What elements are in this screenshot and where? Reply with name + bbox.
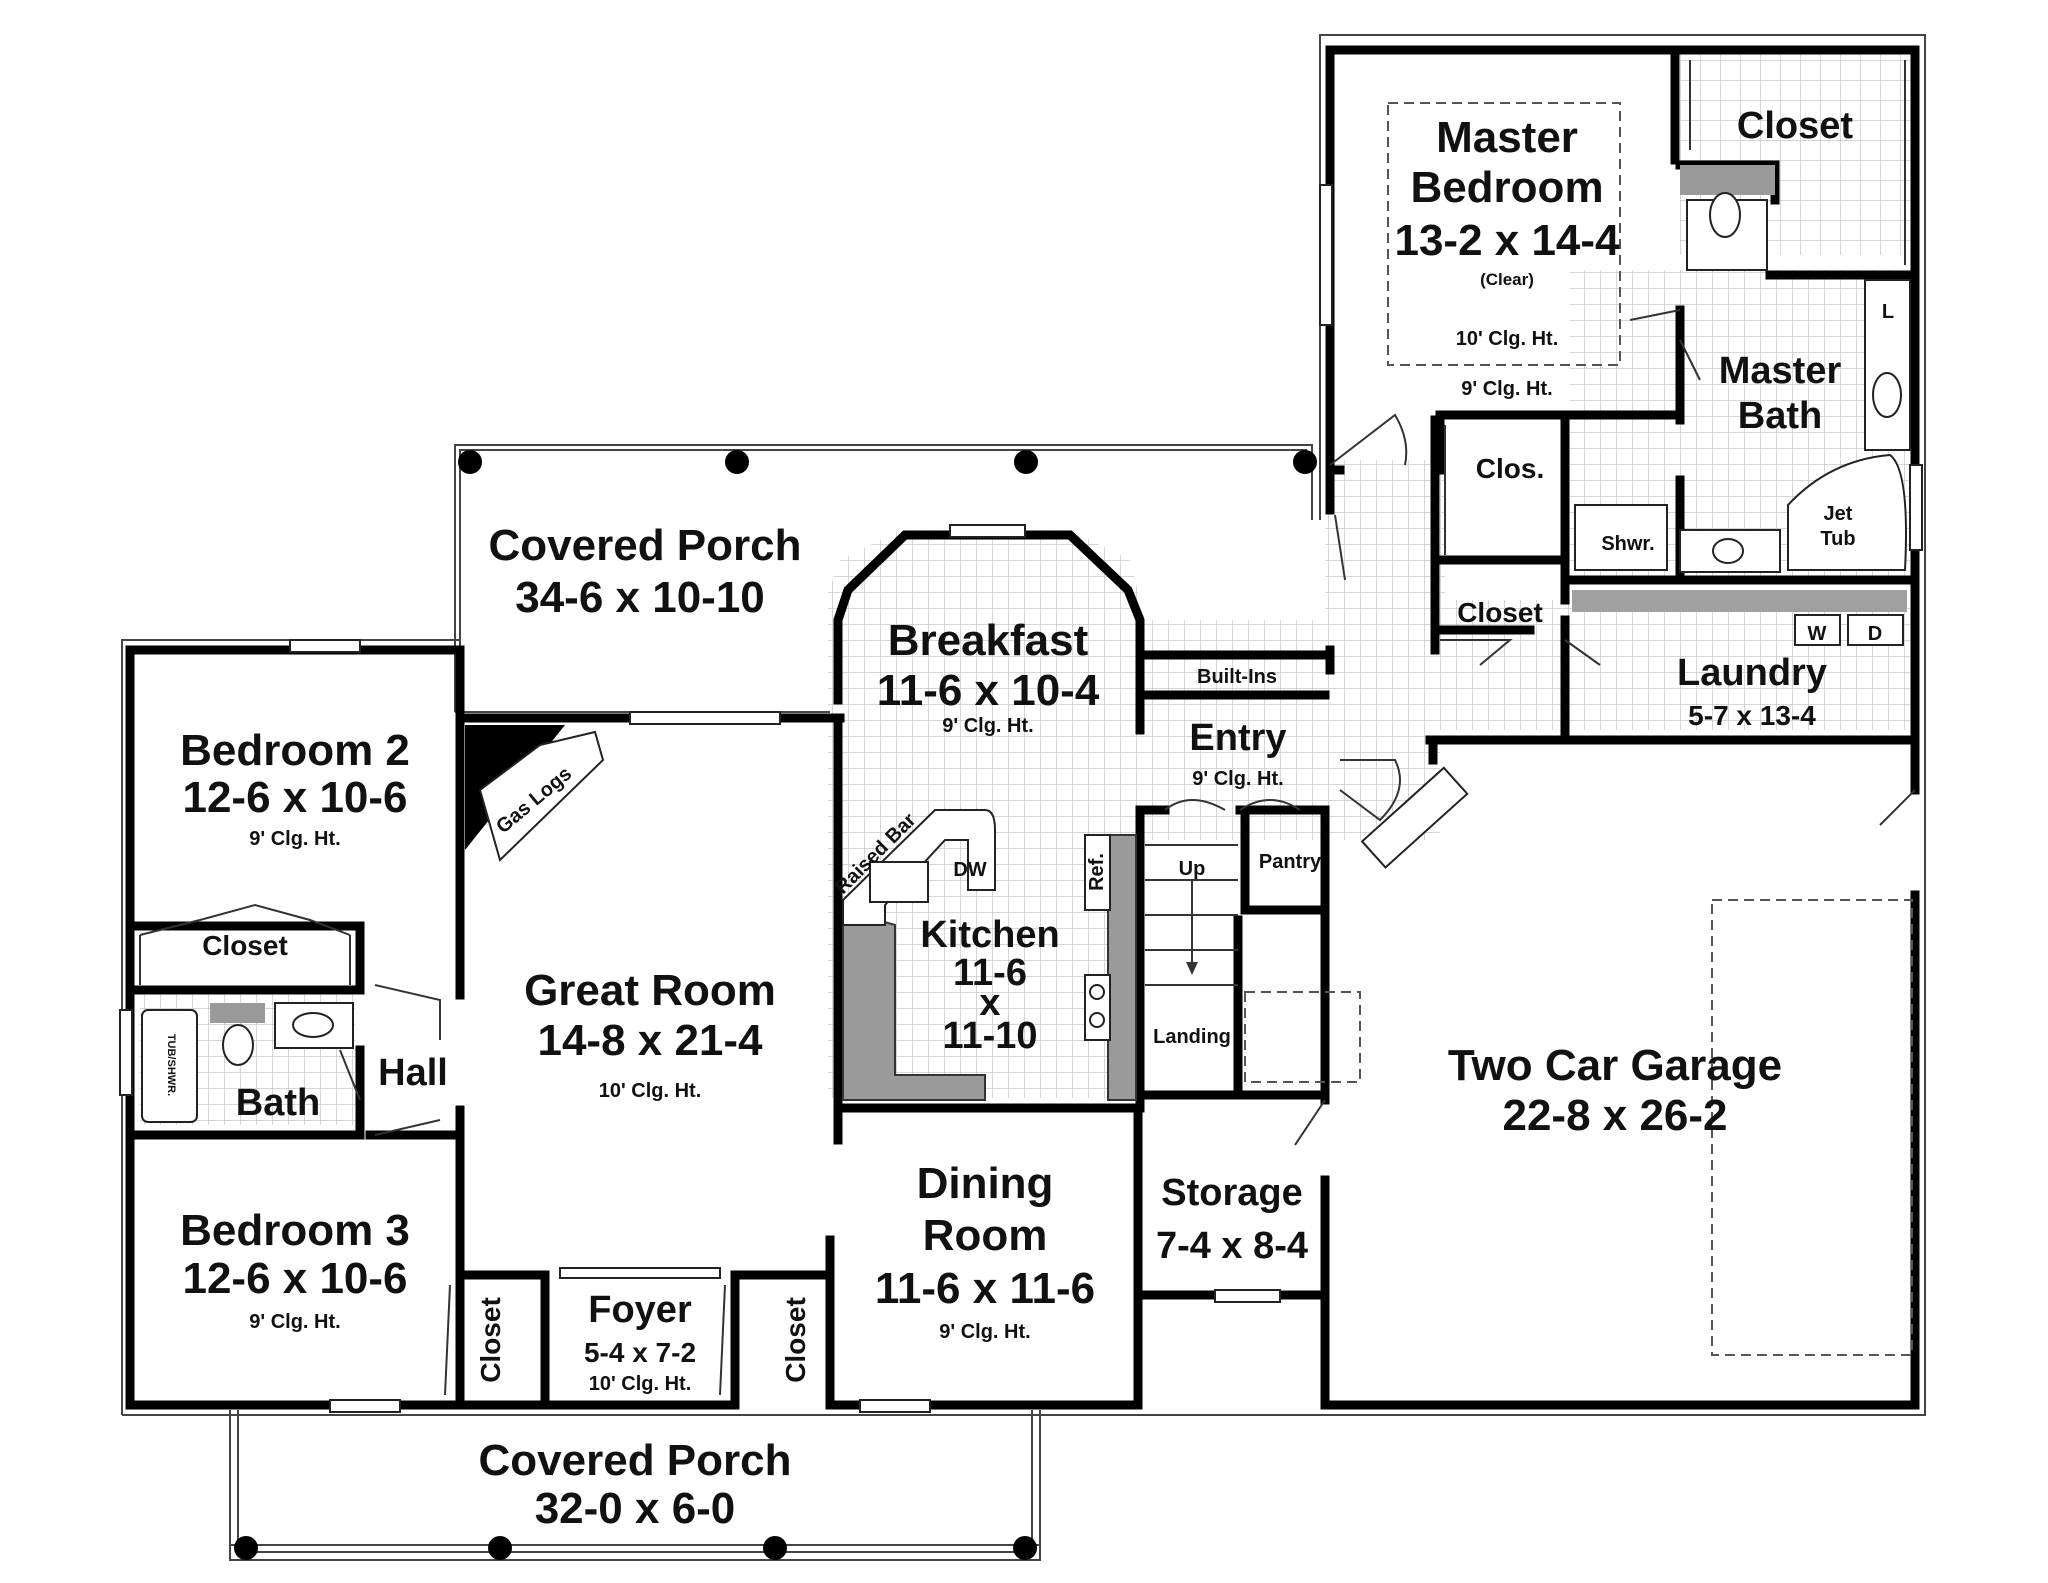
ref-label: Ref. <box>1086 853 1108 891</box>
kitchen-counters <box>842 809 1137 1101</box>
hall-name: Hall <box>378 1052 448 1094</box>
doors <box>339 309 1916 1146</box>
master-clos-name: Clos. <box>1476 453 1544 484</box>
built-ins-label: Built-Ins <box>1197 666 1277 688</box>
closet-left-label: Closet <box>475 1297 506 1383</box>
great-room-size: 14-8 x 21-4 <box>537 1016 763 1065</box>
jet-tub-name2: Tub <box>1820 528 1855 550</box>
foyer-size: 5-4 x 7-2 <box>584 1337 696 1368</box>
entry-ceiling: 9' Clg. Ht. <box>1192 768 1283 790</box>
rear-porch-name: Covered Porch <box>489 521 802 570</box>
foyer-name: Foyer <box>588 1289 692 1331</box>
master-bath-fixtures <box>1574 192 1911 646</box>
master-bedroom-name1: Master <box>1436 113 1578 162</box>
kitchen-size2: 11-10 <box>942 1015 1037 1057</box>
entry-closet-name: Closet <box>1457 597 1543 628</box>
bedroom3-name: Bedroom 3 <box>180 1206 410 1255</box>
storage-size: 7-4 x 8-4 <box>1156 1225 1308 1267</box>
front-porch-size: 32-0 x 6-0 <box>535 1484 736 1533</box>
bath-fixtures <box>141 1002 354 1123</box>
master-bath-lav: L <box>1882 301 1894 323</box>
kitchen-name: Kitchen <box>920 914 1059 956</box>
fireplace <box>465 725 605 862</box>
dining-name1: Dining <box>917 1159 1054 1208</box>
master-closet-name: Closet <box>1737 105 1853 147</box>
laundry-name: Laundry <box>1677 652 1827 694</box>
kitchen-size1: 11-6 <box>953 952 1027 994</box>
master-bedroom-note: (Clear) <box>1480 270 1534 289</box>
shower-name: Shwr. <box>1601 533 1654 555</box>
stairs <box>1145 844 1361 1083</box>
dining-name2: Room <box>923 1211 1048 1260</box>
garage-size: 22-8 x 26-2 <box>1502 1091 1727 1140</box>
washer-label: W <box>1808 623 1827 645</box>
garage-parking-area <box>1711 899 1913 1356</box>
bath-name: Bath <box>236 1082 320 1124</box>
bedroom2-closet-name: Closet <box>202 930 288 961</box>
dining-ceiling: 9' Clg. Ht. <box>939 1321 1030 1343</box>
master-bedroom-name2: Bedroom <box>1410 163 1603 212</box>
laundry-size: 5-7 x 13-4 <box>1688 700 1816 731</box>
windows <box>119 184 1923 1413</box>
breakfast-size: 11-6 x 10-4 <box>877 666 1100 715</box>
garage-name: Two Car Garage <box>1448 1041 1782 1090</box>
bedroom2-name: Bedroom 2 <box>180 726 410 775</box>
dining-size: 11-6 x 11-6 <box>875 1264 1095 1313</box>
jet-tub-name1: Jet <box>1824 503 1853 525</box>
kitchen-size-x: x <box>979 982 1000 1024</box>
storage-name: Storage <box>1161 1172 1302 1214</box>
bedroom2-size: 12-6 x 10-6 <box>182 773 407 822</box>
master-bath-name2: Bath <box>1738 395 1822 437</box>
porch-posts <box>234 450 1317 1560</box>
front-porch-name: Covered Porch <box>479 1436 792 1485</box>
master-bedroom-ceiling: 9' Clg. Ht. <box>1461 378 1552 400</box>
room-labels: Covered Porch 34-6 x 10-10 Breakfast 11-… <box>165 105 1894 1533</box>
tray-ceiling-outline <box>1387 102 1621 366</box>
master-bath-name1: Master <box>1719 350 1842 392</box>
pantry-label: Pantry <box>1259 851 1322 873</box>
bedroom2-ceiling: 9' Clg. Ht. <box>249 828 340 850</box>
landing-label: Landing <box>1153 1026 1231 1048</box>
foyer-ceiling: 10' Clg. Ht. <box>589 1373 692 1395</box>
stairs-up-label: Up <box>1179 858 1206 880</box>
breakfast-ceiling: 9' Clg. Ht. <box>942 715 1033 737</box>
dryer-label: D <box>1868 623 1882 645</box>
entry-name: Entry <box>1189 717 1286 759</box>
bedroom3-ceiling: 9' Clg. Ht. <box>249 1311 340 1333</box>
rear-porch-size: 34-6 x 10-10 <box>515 573 765 622</box>
master-closet-wall <box>1680 165 1775 195</box>
breakfast-name: Breakfast <box>888 616 1089 665</box>
great-room-name: Great Room <box>524 966 776 1015</box>
laundry-counter <box>1572 590 1907 612</box>
master-bedroom-size: 13-2 x 14-4 <box>1394 216 1620 265</box>
entry-bench <box>1360 766 1469 869</box>
master-bedroom-tray: 10' Clg. Ht. <box>1456 328 1559 350</box>
bedroom3-size: 12-6 x 10-6 <box>182 1254 407 1303</box>
closet-right-label: Closet <box>780 1297 811 1383</box>
tub-label: TUB/SHWR. <box>165 1034 177 1096</box>
great-room-ceiling: 10' Clg. Ht. <box>599 1080 702 1102</box>
dw-label: DW <box>953 859 986 881</box>
closet-hatching <box>139 60 1906 1396</box>
